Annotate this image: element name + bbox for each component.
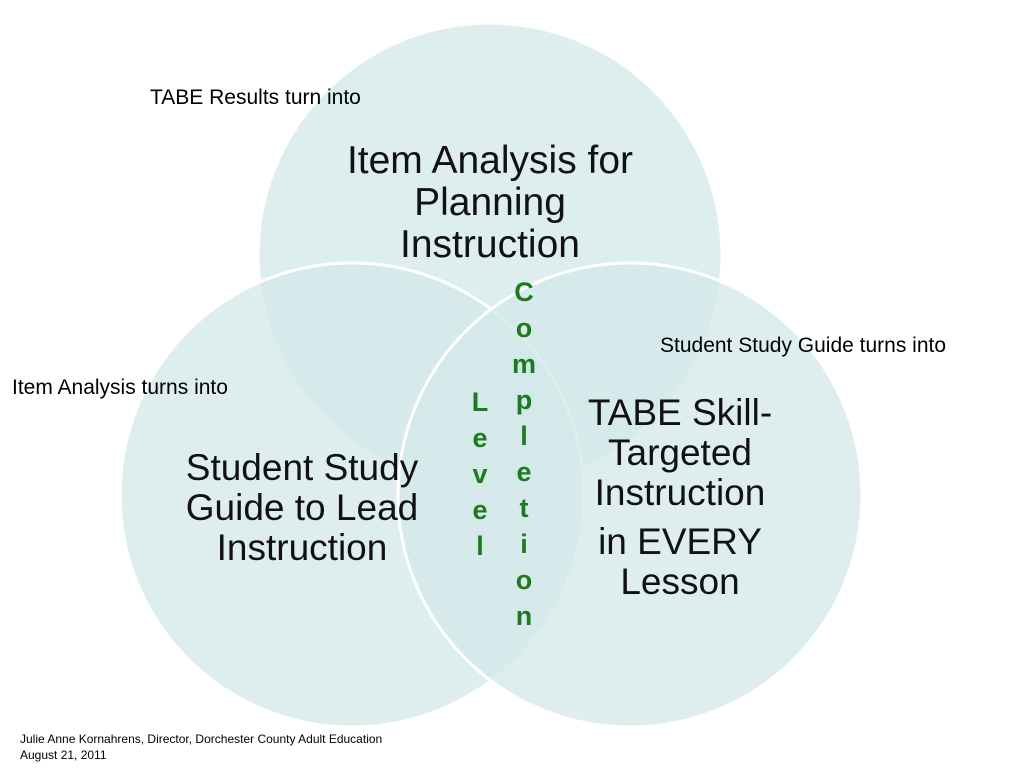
circle-top-text: Item Analysis for Planning Instruction	[310, 139, 670, 267]
level-letter: e	[472, 495, 488, 525]
completion-letter: l	[520, 421, 528, 451]
circle-top-line: Planning	[414, 181, 566, 225]
caption-right: Student Study Guide turns into	[660, 334, 947, 357]
completion-letter: o	[515, 313, 533, 343]
completion-letter: m	[511, 349, 536, 379]
completion-letter: o	[515, 565, 533, 595]
circle-top-line: Item Analysis for	[346, 139, 634, 182]
circle-right-line: Targeted	[608, 431, 752, 473]
completion-letter: e	[516, 457, 532, 487]
caption-left: Item Analysis turns into	[12, 376, 228, 399]
caption-top: TABE Results turn into	[150, 86, 361, 109]
circle-left-line: Guide to Lead	[185, 486, 419, 528]
completion-letter: n	[515, 601, 533, 631]
level-letter: e	[472, 423, 488, 453]
circle-right-line: in EVERY	[598, 520, 762, 562]
level-letter: v	[472, 459, 488, 489]
completion-letter: p	[515, 385, 533, 415]
circle-right-line: TABE Skill-	[587, 392, 773, 433]
level-letter: l	[476, 531, 484, 561]
circle-top-line: Instruction	[400, 223, 580, 267]
completion-letter: C	[514, 277, 534, 307]
circle-left-text: Student Study Guide to Lead Instruction	[142, 448, 462, 568]
footer-date: August 21, 2011	[20, 748, 107, 762]
circle-right-text: TABE Skill- Targeted Instruction in EVER…	[540, 393, 820, 602]
level-letter: L	[471, 387, 489, 417]
completion-letter: i	[520, 529, 528, 559]
completion-letter: t	[519, 493, 529, 523]
circle-right-line: Lesson	[620, 560, 740, 602]
footer-author: Julie Anne Kornahrens, Director, Dorches…	[20, 732, 383, 746]
circle-left-line: Student Study	[185, 447, 419, 488]
circle-left-line: Instruction	[216, 526, 388, 568]
circle-right	[396, 261, 864, 729]
circle-right-line: Instruction	[594, 471, 766, 513]
